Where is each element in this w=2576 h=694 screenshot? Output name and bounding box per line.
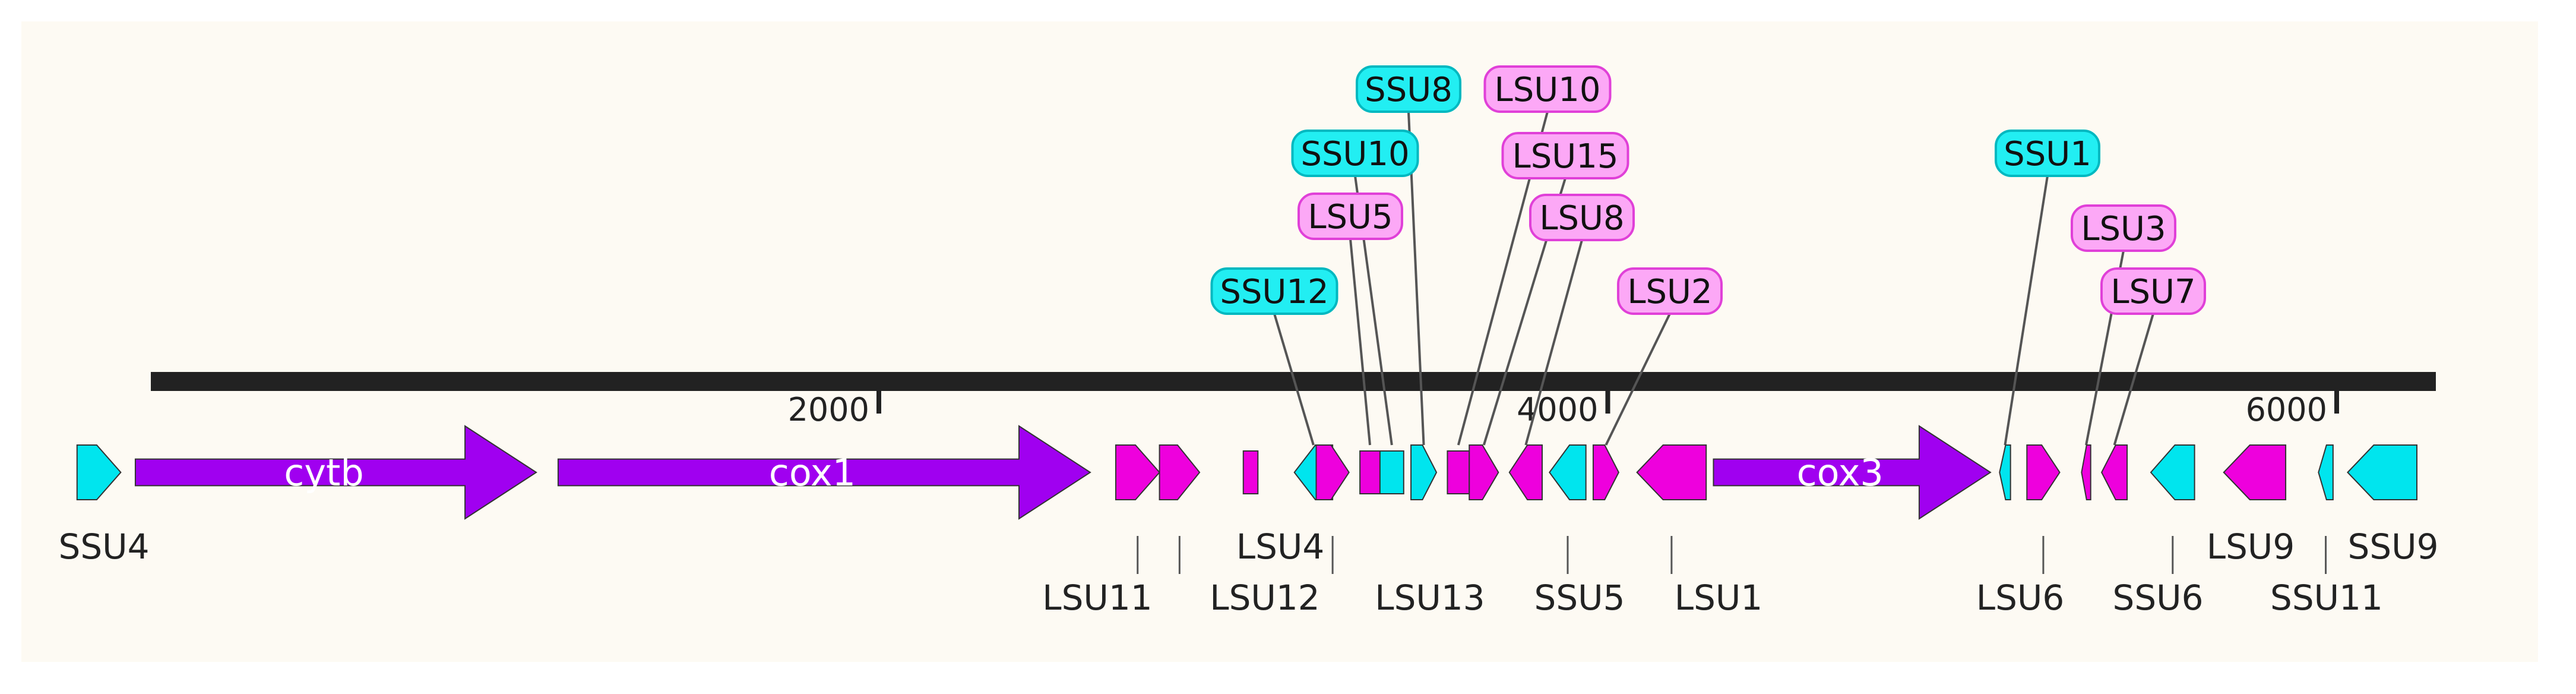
feature-cox3[interactable] [1713, 425, 1992, 520]
axis-tick-label-6000: 6000 [2246, 391, 2327, 428]
feature-label-lsu12: LSU12 [1210, 578, 1319, 618]
leader-line-lsu7 [2113, 313, 2154, 446]
feature-label-lsu1: LSU1 [1675, 578, 1762, 618]
axis-tick-2000 [876, 391, 881, 414]
feature-lsu3[interactable] [2081, 444, 2091, 500]
tag-lsu7 [2100, 267, 2206, 315]
feature-label-cox1: cox1 [769, 451, 856, 494]
feature-label-ssu6: SSU6 [2113, 578, 2204, 618]
tag-lsu5 [1298, 193, 1403, 240]
axis-tick-label-4000: 4000 [1517, 391, 1598, 428]
feature-lsu4[interactable] [1242, 450, 1259, 494]
axis-tick-4000 [1605, 391, 1610, 414]
tag-lsu10 [1483, 65, 1612, 113]
feature-lsu9[interactable] [2223, 444, 2287, 500]
feature-label-ssu9: SSU9 [2348, 526, 2439, 567]
feature-lsu7[interactable] [2101, 444, 2128, 500]
feature-ssu5[interactable] [1549, 444, 1587, 500]
tag-lsu3 [2071, 204, 2176, 252]
tag-lsu2 [1617, 267, 1723, 315]
feature-lsu11[interactable] [1115, 444, 1160, 500]
tag-label-ssu1: SSU1 [2004, 135, 2091, 174]
leader-line-lsu5 [1349, 238, 1372, 446]
feature-lsu8[interactable] [1508, 444, 1543, 500]
feature-cox1[interactable] [557, 425, 1091, 520]
axis-tick-label-2000: 2000 [788, 391, 869, 428]
axis-tick-6000 [2334, 391, 2339, 414]
feature-label-cox3: cox3 [1797, 451, 1884, 494]
feature-ssu9[interactable] [2347, 444, 2418, 500]
feature-label-lsu4: LSU4 [1236, 526, 1324, 567]
leader-line-lsu8 [1524, 239, 1583, 446]
feature-lsu6[interactable] [2026, 444, 2061, 500]
tag-label-ssu12: SSU12 [1220, 273, 1328, 311]
tag-label-lsu10: LSU10 [1495, 71, 1601, 109]
feature-label-ssu5: SSU5 [1534, 578, 1625, 618]
feature-label-ssu4: SSU4 [59, 526, 150, 567]
map-panel [21, 21, 2538, 662]
feature-label-lsu6: LSU6 [1976, 578, 2064, 618]
feature-ssu11[interactable] [2318, 444, 2334, 500]
feature-ssu1[interactable] [1999, 444, 2011, 500]
tag-label-ssu8: SSU8 [1365, 71, 1452, 109]
feature-lsu1[interactable] [1636, 444, 1707, 500]
tag-label-lsu7: LSU7 [2110, 273, 2195, 311]
feature-lsu15[interactable] [1469, 444, 1499, 500]
feature-label-lsu11: LSU11 [1042, 578, 1152, 618]
tag-label-lsu8: LSU8 [1539, 199, 1624, 238]
leader-line-ssu1 [2004, 175, 2049, 446]
feature-label-lsu13: LSU13 [1375, 578, 1485, 618]
tag-ssu12 [1210, 267, 1338, 315]
tag-label-ssu10: SSU10 [1300, 135, 1409, 174]
tag-label-lsu15: LSU15 [1512, 137, 1619, 176]
leader-line-lsu2 [1605, 313, 1671, 446]
feature-cytb[interactable] [134, 425, 537, 520]
feature-lsu10[interactable] [1447, 450, 1470, 494]
tag-ssu8 [1356, 65, 1461, 113]
tag-label-lsu5: LSU5 [1308, 198, 1393, 236]
tag-ssu1 [1995, 130, 2100, 177]
feature-label-lsu9: LSU9 [2207, 526, 2295, 567]
feature-lsu13[interactable] [1315, 444, 1350, 500]
feature-lsu5[interactable] [1359, 450, 1381, 494]
feature-ssu10[interactable] [1379, 450, 1404, 494]
feature-label-ssu11: SSU11 [2270, 578, 2383, 618]
feature-lsu2[interactable] [1592, 444, 1620, 500]
feature-lsu12[interactable] [1159, 444, 1201, 500]
tag-lsu15 [1501, 132, 1629, 179]
tag-label-lsu3: LSU3 [2081, 210, 2166, 248]
leader-line-ssu12 [1273, 313, 1315, 446]
tag-ssu10 [1291, 130, 1419, 177]
feature-ssu4[interactable] [76, 444, 122, 500]
feature-ssu8[interactable] [1410, 444, 1438, 500]
tag-lsu8 [1529, 194, 1635, 241]
tag-label-lsu2: LSU2 [1627, 273, 1712, 311]
feature-ssu6[interactable] [2150, 444, 2195, 500]
feature-label-cytb: cytb [284, 451, 363, 494]
